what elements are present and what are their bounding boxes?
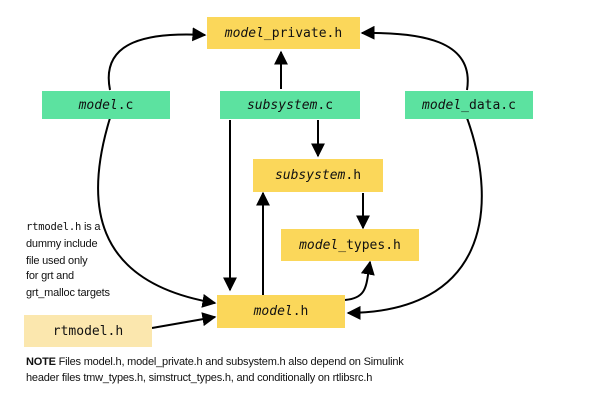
model-private-h-box: model_private.h [207,17,360,49]
model-types-h-suffix: _types.h [338,237,401,253]
rtmodel-h-label: rtmodel.h [52,323,124,339]
subsystem-c-prefix: subsystem [246,97,318,113]
arrow-modelc-to-private [107,27,207,91]
model-private-h-prefix: model [224,25,264,41]
subsystem-h-prefix: subsystem [274,168,346,183]
model-h-prefix: model [253,304,293,319]
model-c-prefix: model [78,97,118,113]
model-c-suffix: .c [117,97,134,113]
rtmodel-h-box: rtmodel.h [24,315,152,347]
model-types-h-box: model_types.h [281,229,419,261]
model-private-h-suffix: _private.h [263,25,343,41]
subsystem-h-box: subsystem.h [253,159,383,192]
model-data-c-suffix: _data.c [461,97,516,113]
side-note-line5: grt_malloc targets [26,287,110,299]
model-types-h-prefix: model [299,237,339,253]
model-h-suffix: .h [292,304,309,319]
footer-line2: header files tmw_types.h, simstruct_type… [26,372,373,384]
arrow-rtmodel-to-modelh [151,312,217,329]
side-note-line3: file used only [26,255,88,267]
side-note-line4: for grt and [26,270,74,282]
footer-note: NOTE Files model.h, model_private.h and … [26,356,586,385]
side-note-line2: dummy include [26,238,98,250]
side-note-line1-mono: rtmodel.h [26,221,82,233]
model-data-c-prefix: model [422,97,462,113]
arrow-datac-to-modelh [346,117,483,320]
rtmodel-side-note: rtmodel.h is a dummy include file used o… [26,221,156,300]
arrow-datac-to-private [360,25,469,91]
model-h-box: model.h [217,295,345,328]
footer-line1: Files model.h, model_private.h and subsy… [58,356,404,368]
model-data-c-box: model_data.c [405,91,533,119]
arrow-modelh-to-types [344,260,375,301]
arrow-modelc-to-modelh [97,117,217,308]
subsystem-h-suffix: .h [345,168,362,183]
model-c-box: model.c [42,91,170,119]
side-note-line1-rest: is a [81,221,101,233]
footer-note-label: NOTE [26,356,56,368]
subsystem-c-suffix: .c [317,97,334,113]
subsystem-c-box: subsystem.c [220,91,360,119]
